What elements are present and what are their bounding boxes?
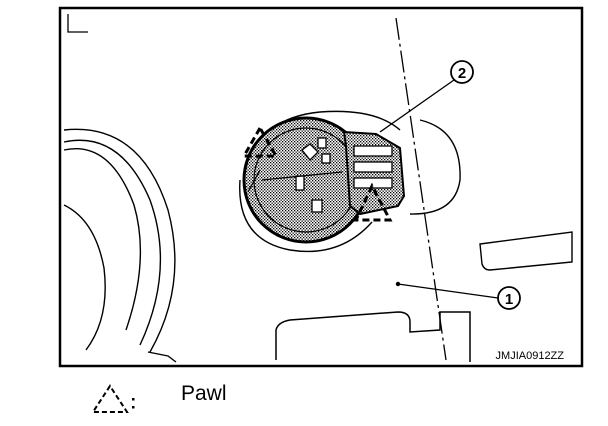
callout-2-leader [379,79,455,133]
clip-assembly [242,116,406,244]
legend-label: Pawl [181,382,227,405]
callout-2-number: 2 [458,65,466,82]
callout-1-number: 1 [505,291,513,308]
lower-opening [275,311,471,362]
body-slot [479,231,573,271]
wheel-arcs [63,128,177,363]
panel-edge-line [395,17,447,361]
callout-1-dot [395,281,401,287]
callout-1-circle [497,286,521,310]
corner-mark [67,14,88,33]
pawl-markers [241,124,393,222]
figure-code: JMJIA0912ZZ [496,350,565,362]
pawl-icon [91,384,135,413]
callout-1-leader [397,283,499,299]
callout-2-circle [450,60,474,84]
